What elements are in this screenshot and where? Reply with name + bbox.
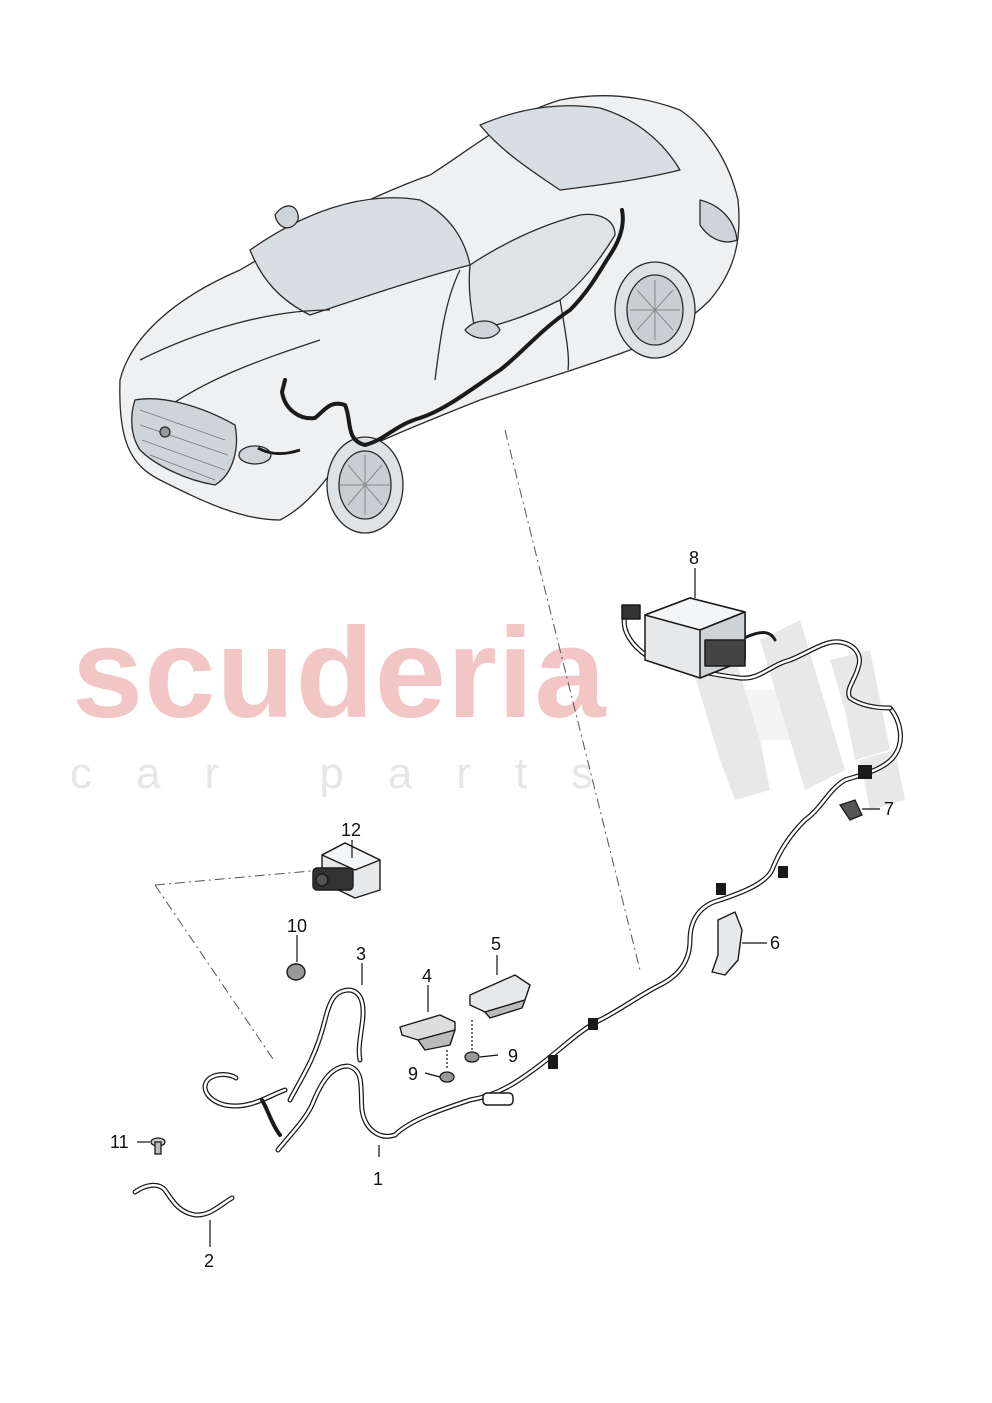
watermark-brand: scuderia	[72, 602, 607, 745]
callout-2: 2	[204, 1251, 215, 1271]
callout-11: 11	[110, 1132, 129, 1152]
callout-12: 12	[341, 820, 362, 840]
callout-10: 10	[287, 916, 308, 936]
checkered-flag-watermark	[690, 620, 905, 810]
part-6-bracket	[711, 911, 743, 976]
part-5-bracket	[469, 974, 531, 1019]
callout-5: 5	[491, 934, 502, 954]
wiring-harness-2	[132, 1182, 235, 1218]
car-harness-highlight	[280, 208, 625, 447]
control-module-8	[621, 597, 746, 679]
watermark-tagline: car parts	[70, 749, 638, 798]
callout-6: 6	[770, 933, 781, 953]
callout-3: 3	[356, 944, 367, 964]
car-illustration	[119, 95, 740, 534]
callout-4: 4	[422, 966, 433, 986]
callout-1: 1	[373, 1169, 384, 1189]
wiring-harness-1	[202, 705, 903, 1153]
callout-7: 7	[884, 799, 895, 819]
part-7-clip	[838, 799, 863, 821]
part-12-unit	[312, 842, 381, 899]
part-9-nuts	[439, 1020, 480, 1083]
callout-9a: 9	[508, 1046, 519, 1066]
part-4-bracket	[399, 1014, 456, 1051]
callout-8: 8	[689, 548, 700, 568]
callout-9b: 9	[408, 1064, 419, 1084]
part-10-grommet	[286, 963, 306, 981]
part-11-bolt	[150, 1137, 166, 1155]
callout-leaders	[137, 568, 880, 1247]
leader-lines	[154, 429, 641, 1063]
